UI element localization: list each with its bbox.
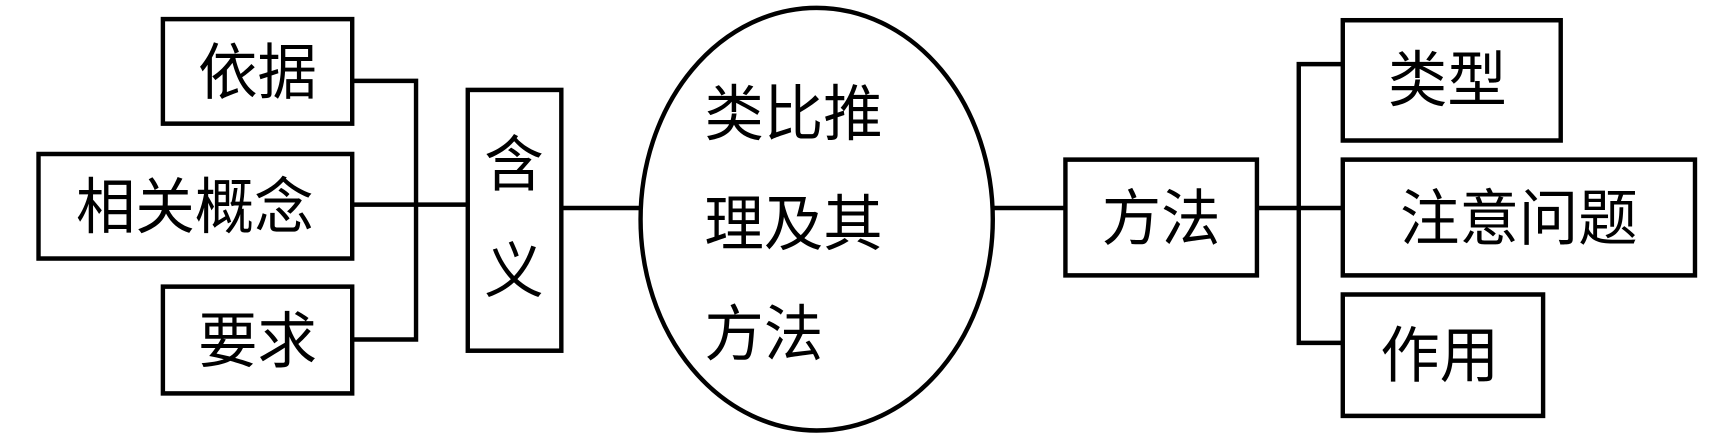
svg-text:作用: 作用 [1380,321,1499,392]
node-types: 类型 [1340,17,1563,143]
left-connectors [352,78,641,342]
svg-text:依据: 依据 [198,38,317,109]
center-node: 类比推 理及其 方法 [638,5,995,433]
svg-text:义: 义 [484,237,543,308]
svg-text:方法: 方法 [1102,184,1221,255]
svg-text:类比推: 类比推 [704,79,882,150]
node-meaning: 含 义 [465,87,564,353]
node-requirements: 要求 [160,284,355,396]
node-function: 作用 [1340,292,1546,419]
svg-text:注意问题: 注意问题 [1400,184,1638,255]
node-related-concepts: 相关概念 [36,151,355,261]
svg-text:要求: 要求 [198,306,317,377]
svg-text:类型: 类型 [1388,46,1507,117]
node-basis: 依据 [160,16,355,126]
svg-text:方法: 方法 [704,300,823,371]
svg-text:理及其: 理及其 [704,189,882,260]
node-method: 方法 [1063,157,1260,278]
svg-text:含: 含 [484,130,543,201]
node-notes: 注意问题 [1340,157,1698,278]
right-connectors [992,61,1343,346]
svg-text:相关概念: 相关概念 [76,173,314,244]
